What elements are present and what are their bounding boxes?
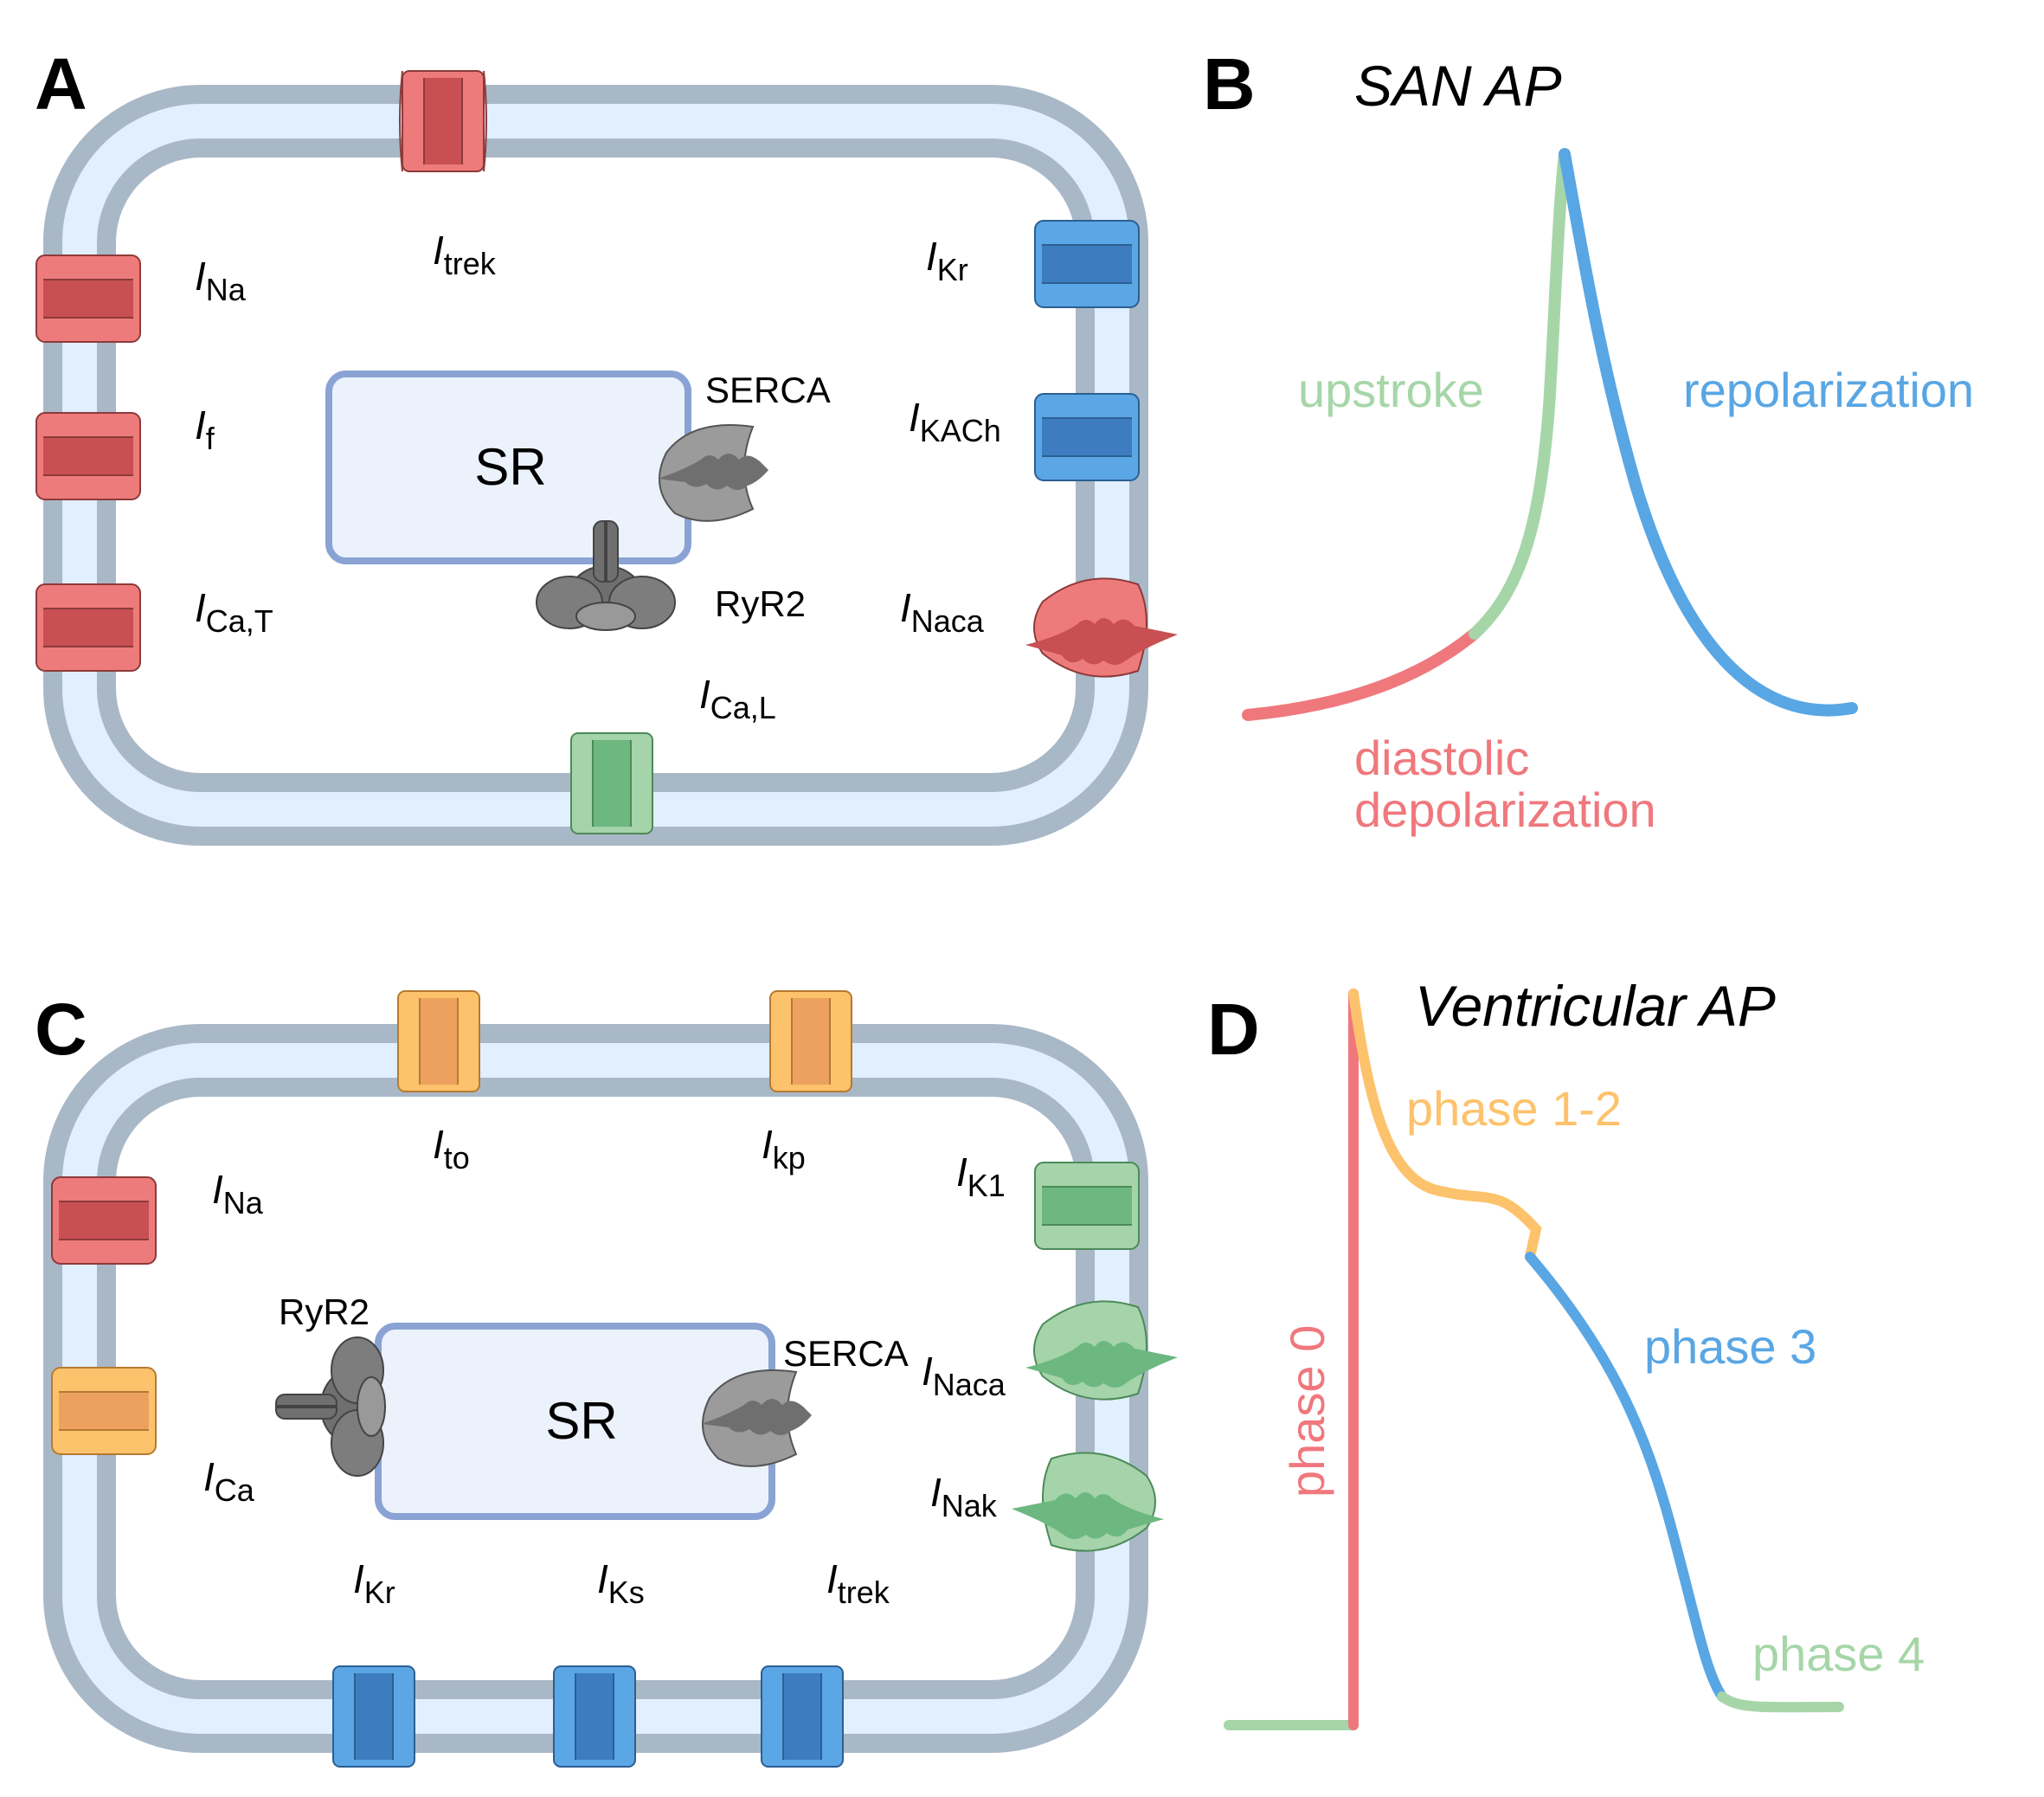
exchanger-c-inaca-icon [1025, 1300, 1179, 1401]
label-c-itrek: Itrek [826, 1556, 890, 1610]
san-diastolic-segment [1242, 628, 1481, 721]
ryr2-a-label: RyR2 [715, 583, 806, 624]
vap-phase3-segment [1525, 1252, 1727, 1702]
label-phase0: phase 0 [1280, 1325, 1334, 1498]
label-a-ikach: IKACh [909, 395, 1001, 448]
serca-a-label: SERCA [705, 370, 831, 410]
label-c-ito: Ito [433, 1122, 470, 1175]
vap-phase4-segment [1717, 1691, 1844, 1713]
panel-label-a: A [35, 43, 87, 125]
ryr2-c-label: RyR2 [279, 1291, 370, 1332]
san-ap-trace [1242, 148, 1858, 721]
exchanger-a-inaca-icon [1025, 577, 1179, 678]
san-upstroke-segment [1469, 148, 1571, 640]
channel-c-ina-icon [51, 1176, 157, 1265]
label-c-inak: INak [930, 1470, 998, 1523]
label-depolarization: depolarization [1354, 783, 1656, 837]
channel-c-itrek-icon [761, 1665, 844, 1768]
label-a-if: If [195, 403, 215, 456]
channel-c-ikp-icon [769, 990, 852, 1092]
label-diastolic: diastolic [1354, 731, 1529, 785]
channel-c-ito-icon [397, 990, 480, 1092]
channel-a-ikr-icon [1034, 220, 1140, 308]
label-a-inaca: INaca [900, 585, 985, 639]
label-c-iks: IKs [597, 1556, 645, 1610]
label-c-ica: ICa [203, 1454, 255, 1508]
serca-c-label: SERCA [783, 1333, 909, 1374]
channel-a-ikach-icon [1034, 393, 1140, 481]
label-c-ikr: IKr [353, 1556, 395, 1610]
panel-label-b: B [1203, 43, 1256, 125]
label-c-ik1: IK1 [956, 1150, 1006, 1203]
channel-a-ical-icon [570, 732, 653, 834]
label-phase4: phase 4 [1752, 1626, 1925, 1681]
channel-a-icat-icon [35, 583, 141, 672]
sr-a: SR [325, 370, 691, 564]
label-c-ina: INa [212, 1167, 264, 1221]
label-c-ikp: Ikp [762, 1122, 806, 1175]
label-a-ical: ICa,L [699, 672, 776, 725]
panel-label-d: D [1207, 989, 1260, 1070]
ryr2-c-icon [275, 1336, 386, 1477]
sr-c-label: SR [545, 1392, 617, 1450]
channel-c-ik1-icon [1034, 1162, 1140, 1250]
label-a-itrek: Itrek [433, 228, 497, 281]
ventricular-ap-trace [1224, 989, 1844, 1730]
channel-c-iks-icon [553, 1665, 636, 1768]
label-upstroke: upstroke [1298, 363, 1484, 417]
label-c-inaca: INaca [922, 1349, 1006, 1402]
label-phase3: phase 3 [1644, 1319, 1816, 1374]
channel-c-ikr-icon [332, 1665, 415, 1768]
label-a-ina: INa [195, 254, 247, 307]
channel-a-if-icon [35, 412, 141, 500]
san-repolarization-segment [1559, 148, 1858, 717]
vap-phase12-segment [1348, 989, 1542, 1262]
label-a-icat: ICa,T [195, 585, 273, 639]
channel-a-itrek-icon [399, 70, 487, 172]
san-ap-title: SAN AP [1354, 54, 1562, 118]
channel-c-ica-icon [51, 1367, 157, 1455]
ventricular-ap-title: Ventricular AP [1415, 974, 1776, 1038]
channel-a-ina-icon [35, 254, 141, 343]
label-phase12: phase 1-2 [1406, 1081, 1622, 1136]
sr-a-label: SR [474, 438, 546, 496]
label-repolarization: repolarization [1683, 363, 1974, 417]
panel-label-c: C [35, 989, 87, 1070]
label-a-ikr: IKr [926, 234, 968, 287]
